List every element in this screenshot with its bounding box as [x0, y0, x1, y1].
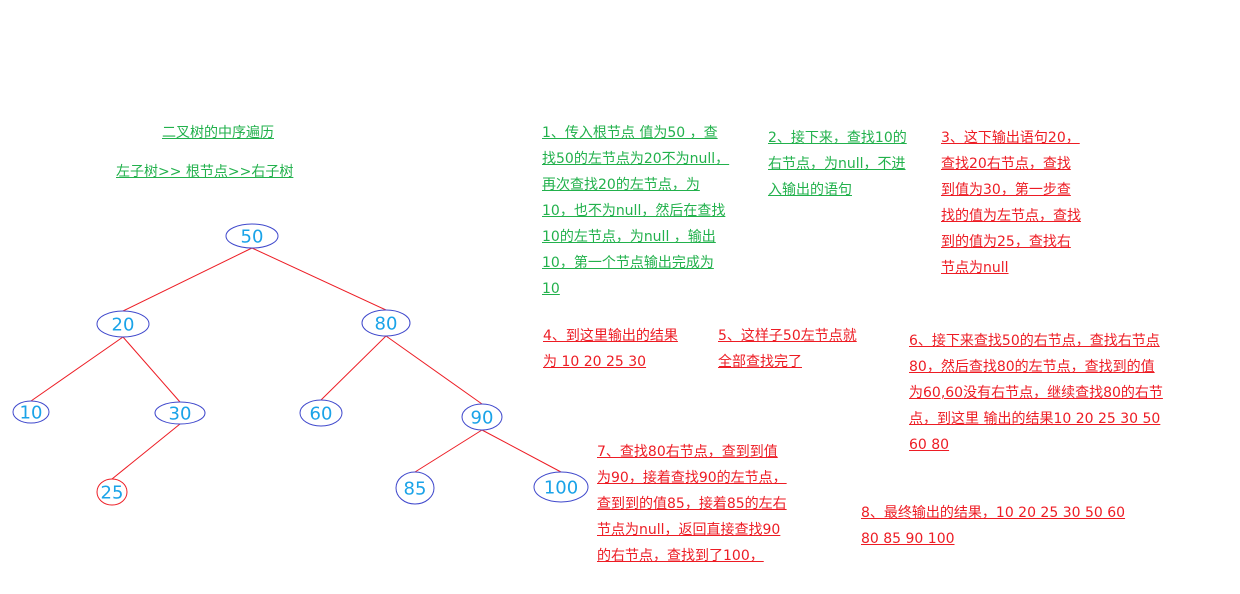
tree-node-80: 80 — [361, 309, 411, 337]
tree-node-10: 10 — [12, 400, 50, 424]
tree-node-label: 30 — [169, 404, 192, 425]
binary-tree: 50 20 80 10 30 60 90 25 85 100 — [12, 223, 589, 506]
diagram-subtitle: 左子树>> 根节点>>右子树 — [116, 164, 294, 180]
tree-node-50: 50 — [225, 223, 279, 249]
tree-node-label: 25 — [101, 483, 124, 504]
tree-node-85: 85 — [395, 471, 435, 505]
note-step-7: 7、查找80右节点，查到到值 为90，接着查找90的左节点， 查到到的值85，接… — [597, 444, 787, 564]
tree-edge-n20-n30 — [122, 336, 181, 403]
tree-node-20: 20 — [96, 310, 150, 338]
tree-node-ellipse — [225, 223, 279, 249]
tree-node-ellipse — [533, 471, 589, 503]
tree-node-25: 25 — [96, 478, 128, 506]
tree-node-label: 50 — [241, 227, 264, 248]
note-step-3: 3、这下输出语句20， 查找20右节点，查找 到值为30，第一步查 找的值为左节… — [941, 130, 1081, 276]
note-step-6: 6、接下来查找50的右节点，查找右节点 80，然后查找80的左节点，查找到的值 … — [909, 333, 1163, 453]
tree-node-ellipse — [299, 399, 343, 427]
tree-node-label: 85 — [404, 479, 427, 500]
tree-edge-n80-n90 — [385, 335, 483, 405]
tree-node-ellipse — [395, 471, 435, 505]
tree-edge-n30-n25 — [111, 423, 181, 480]
tree-node-label: 80 — [375, 314, 398, 335]
tree-node-ellipse — [154, 401, 206, 425]
tree-edge-n50-n80 — [251, 247, 387, 311]
note-step-8: 8、最终输出的结果，10 20 25 30 50 60 80 85 90 100 — [861, 505, 1126, 547]
tree-node-ellipse — [461, 403, 503, 431]
tree-node-100: 100 — [533, 471, 589, 503]
tree-node-label: 20 — [112, 315, 135, 336]
tree-node-label: 100 — [544, 478, 578, 499]
note-step-2: 2、接下来，查找10的 右节点，为null，不进 入输出的语句 — [768, 130, 907, 198]
tree-node-ellipse — [12, 400, 50, 424]
tree-edge-n80-n60 — [320, 335, 387, 401]
tree-edge-n50-n20 — [122, 247, 253, 312]
tree-edge-n90-n100 — [481, 429, 562, 473]
tree-edge-n20-n10 — [30, 336, 124, 402]
note-step-5: 5、这样子50左节点就 全部查找完了 — [718, 328, 857, 370]
note-step-4: 4、到这里输出的结果 为 10 20 25 30 — [543, 328, 678, 370]
tree-node-ellipse — [96, 310, 150, 338]
note-step-1: 1、传入根节点 值为50 ，查 找50的左节点为20不为null， 再次查找20… — [542, 125, 730, 297]
tree-node-label: 60 — [310, 404, 333, 425]
tree-node-label: 10 — [20, 403, 43, 424]
tree-node-30: 30 — [154, 401, 206, 425]
tree-node-ellipse — [361, 309, 411, 337]
tree-node-90: 90 — [461, 403, 503, 431]
tree-node-label: 90 — [471, 408, 494, 429]
tree-node-60: 60 — [299, 399, 343, 427]
diagram-title: 二叉树的中序遍历 — [162, 125, 274, 141]
tree-edge-n90-n85 — [414, 429, 483, 473]
tree-node-ellipse — [96, 478, 128, 506]
